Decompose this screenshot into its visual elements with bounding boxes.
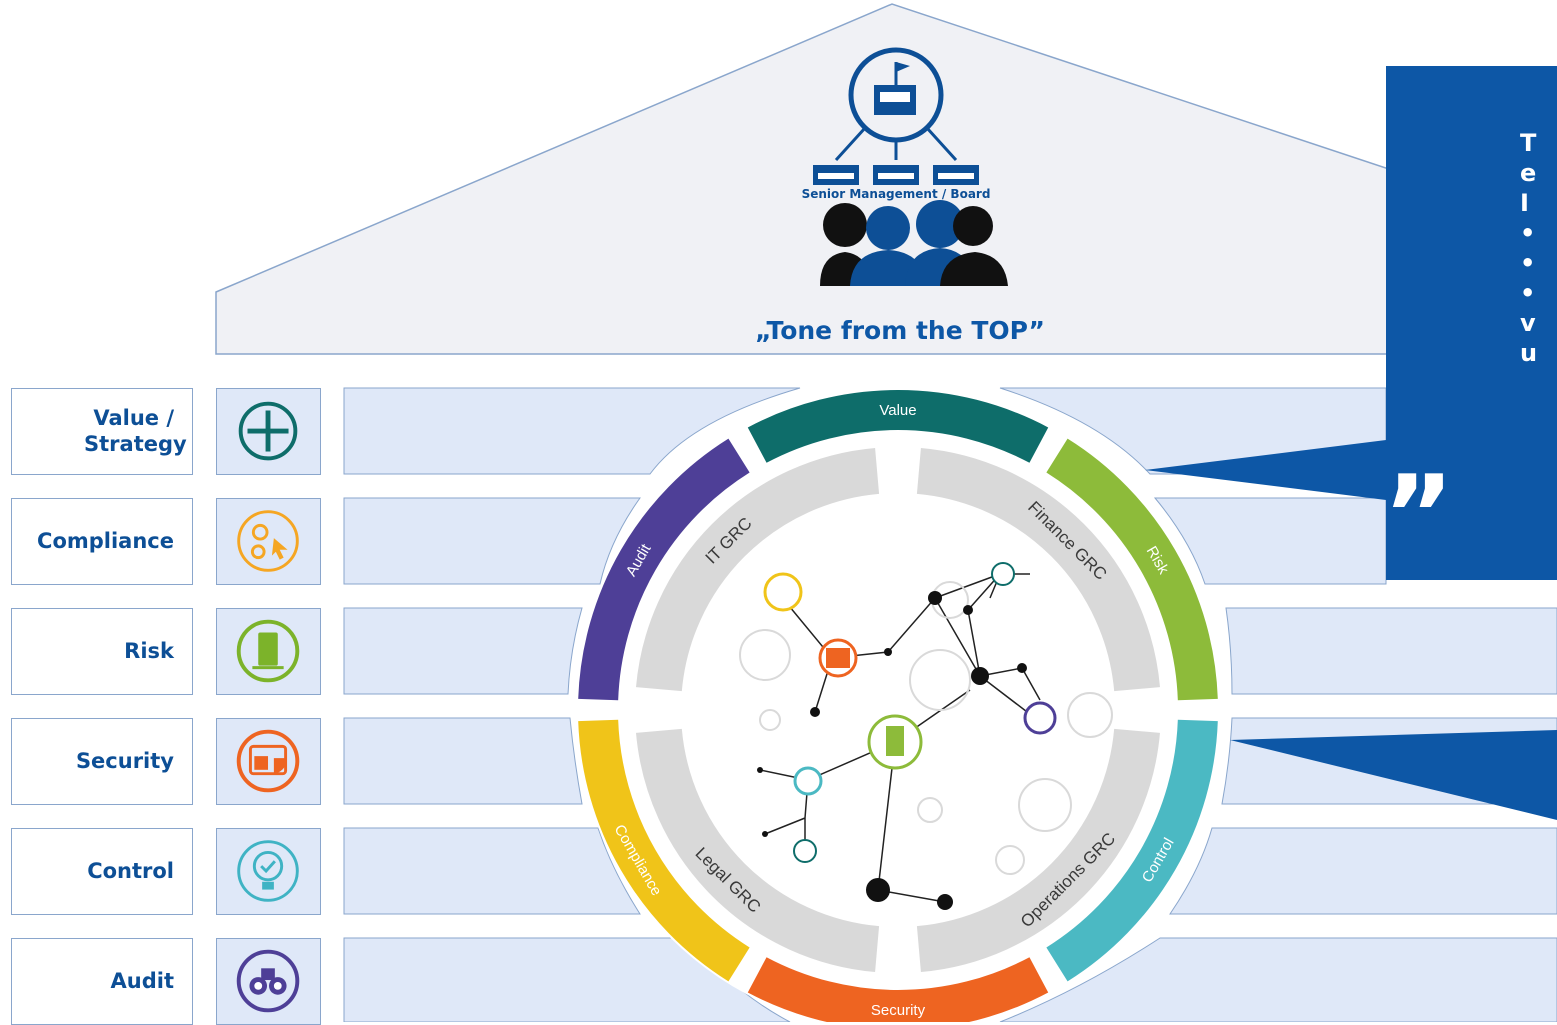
board-label: Senior Management / Board: [801, 187, 991, 201]
pillar-label-risk: Risk: [11, 608, 193, 695]
compliance-checkmark-icon: [216, 498, 321, 585]
pillar-label-text: Security: [75, 748, 174, 773]
inner-segment: [916, 728, 1161, 972]
pillar-label-audit: Audit: [11, 938, 193, 1025]
inner-segment: [636, 728, 880, 972]
outer-segment: [1046, 719, 1218, 982]
callout-line: u: [1520, 339, 1538, 367]
outer-segment: [1046, 438, 1218, 701]
pillar-label-text: Audit: [110, 968, 174, 993]
callout-line: v: [1520, 309, 1536, 337]
inner-ring: [636, 448, 1161, 972]
security-screen-icon: [216, 718, 321, 805]
callout-line: •: [1520, 249, 1536, 277]
pillar-label-value: Value / Strategy: [11, 388, 193, 475]
pillar-label-security: Security: [11, 718, 193, 805]
pillar-label-text: Value / Strategy: [84, 406, 187, 456]
board-icon: [834, 47, 958, 162]
pillar-label-control: Control: [11, 828, 193, 915]
callout-line: I: [1520, 189, 1529, 217]
pillar-label-text: Control: [87, 858, 174, 883]
outer-segment-label: Security: [871, 1002, 926, 1019]
quote-callout: [1145, 66, 1557, 820]
callout-line: •: [1520, 279, 1536, 307]
callout-line: e: [1520, 159, 1537, 187]
pillar-label-compliance: Compliance: [11, 498, 193, 585]
outer-segment-label: Value: [879, 402, 916, 419]
quote-mark: ”: [1383, 453, 1454, 578]
plus-circle-icon: [216, 388, 321, 475]
callout-text-lines: T e I • • • v u: [1520, 128, 1557, 368]
outer-segment: [578, 438, 750, 701]
outer-ring: [578, 390, 1218, 1022]
network-nodes: [757, 591, 1039, 910]
outer-segment: [747, 390, 1049, 463]
network-icons: [763, 562, 1057, 863]
control-lightbulb-icon: [216, 828, 321, 915]
binoculars-icon: [216, 938, 321, 1025]
pillar-label-text: Compliance: [37, 528, 174, 553]
people-icon: [820, 200, 1008, 286]
pillar-label-text: Risk: [124, 638, 174, 663]
outer-segment: [747, 957, 1049, 1022]
inner-segment: [636, 448, 880, 692]
callout-line: T: [1520, 129, 1537, 157]
inner-segment: [916, 448, 1161, 692]
building-icon: [216, 608, 321, 695]
board-desk-windows: [818, 173, 974, 179]
tagline: „Tone from the TOP”: [755, 316, 1045, 345]
network-faded: [739, 581, 1113, 875]
outer-segment: [578, 719, 750, 982]
callout-line: •: [1520, 219, 1536, 247]
